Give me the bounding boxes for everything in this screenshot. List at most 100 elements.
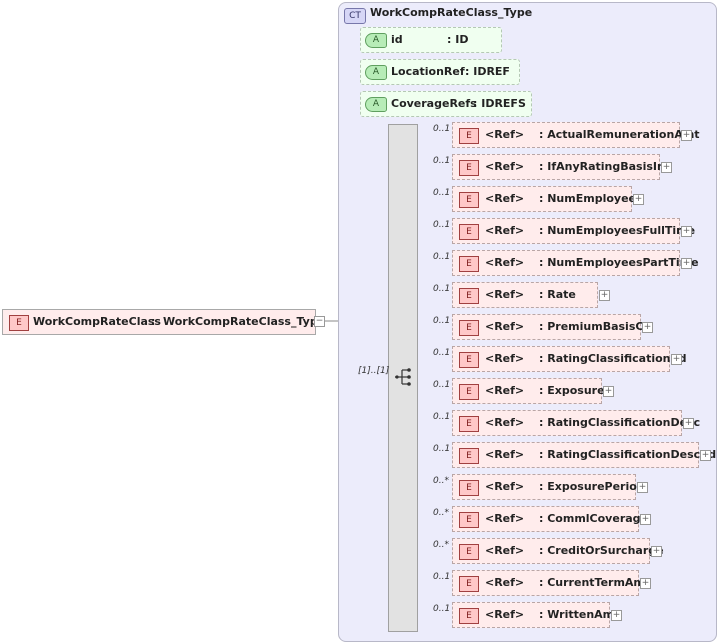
- element-badge: E: [459, 256, 479, 272]
- sequence-compositor[interactable]: [388, 124, 418, 632]
- element-node[interactable]: E<Ref>: NumEmployees: [452, 186, 643, 212]
- element-node[interactable]: E <Ref> : RatingClassificationDescCd: [452, 442, 716, 468]
- sequence-multiplicity: [1]..[1]: [358, 366, 390, 376]
- element-name: : Rate: [539, 288, 576, 301]
- element-ref-label: <Ref>: [485, 416, 525, 429]
- element-ref-label: <Ref>: [485, 256, 525, 269]
- expand-icon[interactable]: +: [633, 194, 644, 205]
- element-multiplicity: 0..1: [433, 412, 451, 422]
- element-ref-label: <Ref>: [485, 448, 525, 461]
- expand-icon[interactable]: +: [683, 418, 694, 429]
- expand-icon[interactable]: +: [681, 226, 692, 237]
- element-node[interactable]: E <Ref> : Rate: [452, 282, 598, 308]
- element-name: : RatingClassificationDesc: [539, 416, 701, 429]
- attribute-type: : IDREF: [465, 65, 510, 78]
- attribute-node-coveragerefs[interactable]: A CoverageRefs : IDREFS: [360, 91, 532, 117]
- element-badge: E: [459, 288, 479, 304]
- root-element-name: WorkCompRateClass: [33, 315, 161, 328]
- element-name: : RatingClassificationDescCd: [539, 448, 717, 461]
- element-ref-label: <Ref>: [485, 288, 525, 301]
- element-name: : IfAnyRatingBasisInd: [539, 160, 673, 173]
- element-name: : NumEmployees: [539, 192, 643, 205]
- attribute-badge: A: [365, 33, 387, 48]
- element-badge: E: [9, 315, 29, 331]
- attribute-node-locationref[interactable]: A LocationRef : IDREF: [360, 59, 520, 85]
- element-badge: E: [459, 192, 479, 208]
- expand-icon[interactable]: +: [640, 578, 651, 589]
- element-badge: E: [459, 320, 479, 336]
- element-ref-label: <Ref>: [485, 544, 525, 557]
- element-ref-label: <Ref>: [485, 512, 525, 525]
- element-badge: E: [459, 448, 479, 464]
- element-node[interactable]: E<Ref>: RatingClassificationDesc: [452, 410, 700, 436]
- expand-icon[interactable]: +: [651, 546, 662, 557]
- element-name: : RatingClassificationCd: [539, 352, 687, 365]
- element-node[interactable]: E<Ref>: Exposure: [452, 378, 605, 404]
- element-name: : Exposure: [539, 384, 605, 397]
- root-element-node[interactable]: E WorkCompRateClass : WorkCompRateClass_…: [2, 309, 325, 335]
- element-node[interactable]: E <Ref> : NumEmployeesPartTime: [452, 250, 699, 276]
- element-node[interactable]: E <Ref> : CommlCoverage: [452, 506, 648, 532]
- expand-icon[interactable]: +: [661, 162, 672, 173]
- element-node[interactable]: E <Ref> : ActualRemunerationAmt: [452, 122, 700, 148]
- element-node[interactable]: E<Ref>: CurrentTermAmt: [452, 570, 650, 596]
- attribute-name: CoverageRefs: [391, 97, 477, 110]
- root-element-type: WorkCompRateClass_Type: [163, 315, 326, 328]
- element-ref-label: <Ref>: [485, 608, 525, 621]
- element-multiplicity: 0..*: [433, 540, 449, 550]
- sequence-icon: [395, 368, 411, 386]
- attribute-type: : IDREFS: [473, 97, 526, 110]
- expand-icon[interactable]: +: [642, 322, 653, 333]
- element-multiplicity: 0..*: [433, 476, 449, 486]
- element-multiplicity: 0..1: [433, 156, 451, 166]
- element-badge: E: [459, 352, 479, 368]
- element-ref-label: <Ref>: [485, 128, 525, 141]
- expand-icon[interactable]: +: [603, 386, 614, 397]
- element-name: : ExposurePeriod: [539, 480, 645, 493]
- element-badge: E: [459, 160, 479, 176]
- element-badge: E: [459, 128, 479, 144]
- element-ref-label: <Ref>: [485, 384, 525, 397]
- element-name: : PremiumBasisCd: [539, 320, 652, 333]
- element-badge: E: [459, 576, 479, 592]
- element-multiplicity: 0..1: [433, 444, 451, 454]
- expand-icon[interactable]: +: [681, 258, 692, 269]
- element-node[interactable]: E<Ref>: IfAnyRatingBasisInd: [452, 154, 673, 180]
- expand-icon[interactable]: +: [700, 450, 711, 461]
- element-multiplicity: 0..1: [433, 572, 451, 582]
- attribute-badge: A: [365, 65, 387, 80]
- expand-icon[interactable]: +: [640, 514, 651, 525]
- complex-type-title: WorkCompRateClass_Type: [370, 6, 533, 19]
- element-multiplicity: 0..1: [433, 252, 451, 262]
- element-multiplicity: 0..1: [433, 348, 451, 358]
- attribute-name: id: [391, 33, 403, 46]
- expand-icon[interactable]: +: [681, 130, 692, 141]
- element-multiplicity: 0..1: [433, 604, 451, 614]
- element-node[interactable]: E<Ref>: CreditOrSurcharge: [452, 538, 664, 564]
- attribute-node-id[interactable]: A id : ID: [360, 27, 502, 53]
- element-multiplicity: 0..1: [433, 284, 451, 294]
- element-multiplicity: 0..1: [433, 380, 451, 390]
- element-node[interactable]: E <Ref> : RatingClassificationCd: [452, 346, 686, 372]
- element-badge: E: [459, 224, 479, 240]
- collapse-icon[interactable]: −: [314, 316, 325, 327]
- element-node[interactable]: E<Ref>: WrittenAmt: [452, 602, 619, 628]
- element-multiplicity: 0..1: [433, 124, 451, 134]
- element-badge: E: [459, 608, 479, 624]
- expand-icon[interactable]: +: [671, 354, 682, 365]
- element-name: : CommlCoverage: [539, 512, 648, 525]
- attribute-badge: A: [365, 97, 387, 112]
- element-ref-label: <Ref>: [485, 480, 525, 493]
- expand-icon[interactable]: +: [637, 482, 648, 493]
- element-ref-label: <Ref>: [485, 352, 525, 365]
- expand-icon[interactable]: +: [611, 610, 622, 621]
- element-name: : ActualRemunerationAmt: [539, 128, 700, 141]
- element-node[interactable]: E<Ref>: PremiumBasisCd: [452, 314, 651, 340]
- root-type-separator: :: [151, 315, 156, 328]
- element-name: : NumEmployeesPartTime: [539, 256, 699, 269]
- expand-icon[interactable]: +: [599, 290, 610, 301]
- element-node[interactable]: E<Ref>: NumEmployeesFullTime: [452, 218, 695, 244]
- element-badge: E: [459, 512, 479, 528]
- element-node[interactable]: E<Ref>: ExposurePeriod: [452, 474, 645, 500]
- element-name: : NumEmployeesFullTime: [539, 224, 696, 237]
